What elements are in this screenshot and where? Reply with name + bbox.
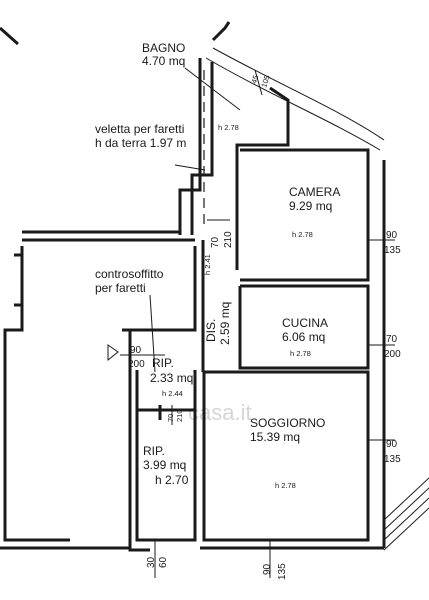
watermark: casa.it [188,400,252,425]
veletta-note-1: veletta per faretti [95,122,184,136]
rip-dim-h: 200 [128,359,145,370]
soggiorno-area: 15.39 mq [250,430,300,444]
dis-area: 2.59 mq [218,302,232,345]
veletta-leader [174,164,206,171]
walls [0,21,429,552]
contro-leader [149,294,156,373]
door-dis-dim-w: 70 [210,236,221,248]
door-triangle [107,344,119,362]
rip1-name: RIP. [152,356,174,370]
rip2-name: RIP. [143,444,165,458]
dis-height: h 2.41 [203,254,212,275]
camera-area: 9.29 mq [289,199,332,213]
camera-name: CAMERA [289,185,340,199]
soggiorno-dim-w: 90 [386,439,398,450]
soggiorno-dim-h: 135 [384,454,401,465]
soggiorno-height: h 2.78 [275,481,296,490]
veletta-note-2: h da terra 1.97 m [95,136,186,150]
bottom-left-dim-h: 60 [158,556,169,568]
rip-dim-w: 90 [130,345,142,356]
camera-height: h 2.78 [292,230,313,239]
bottom-mid-dim-h: 135 [277,563,288,580]
rip2-height: h 2.70 [155,473,189,487]
contro-note-2: per faretti [95,281,146,295]
rip1-area: 2.33 mq [150,371,193,385]
bagno-leader [184,67,241,111]
rip2-area: 3.99 mq [143,458,186,472]
cucina-name: CUCINA [282,316,328,330]
cucina-dim-h: 200 [384,349,401,360]
bottom-left-dim-w: 30 [146,556,157,568]
cucina-dim-w: 70 [386,334,398,345]
bagno-dim-w: 45 [249,74,260,85]
contro-note-1: controsoffitto [95,267,164,281]
cucina-area: 6.06 mq [282,330,325,344]
rip2-dim-h: 210 [175,409,184,422]
camera-dim-h: 135 [384,245,401,256]
dis-name: DIS. [204,319,218,342]
rip2-dim-w: 70 [166,414,175,422]
bottom-mid-dim-w: 90 [262,563,273,575]
bagno-area: 4.70 mq [142,54,185,68]
camera-dim-w: 90 [386,230,398,241]
cucina-height: h 2.78 [290,349,311,358]
soggiorno-name: SOGGIORNO [250,416,325,430]
bagno-height: h 2.78 [218,123,239,132]
bagno-name: BAGNO [142,41,185,55]
door-dis-dim-h: 210 [223,231,234,248]
rip1-height: h 2.44 [162,389,183,398]
bagno-dim-h: 105 [259,74,271,89]
